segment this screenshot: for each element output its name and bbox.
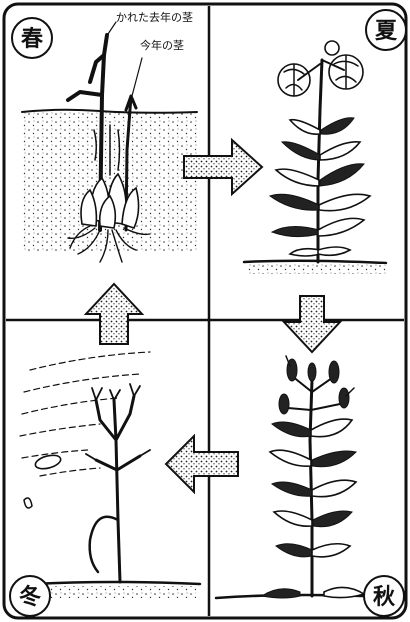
arrow-winter-to-spring bbox=[86, 284, 142, 344]
winter-dry-pods bbox=[86, 384, 150, 460]
winter-ground bbox=[34, 582, 200, 584]
autumn-seed-pods bbox=[279, 356, 354, 414]
autumn-panel: 秋 bbox=[216, 356, 404, 616]
winter-dead-stem bbox=[96, 396, 140, 582]
summer-label: 夏 bbox=[375, 19, 398, 44]
spring-label: 春 bbox=[21, 27, 43, 52]
winter-label: 冬 bbox=[19, 584, 41, 610]
annotation-withered-stem: かれた去年の茎 bbox=[116, 10, 193, 24]
winter-drooping-leaf bbox=[90, 517, 118, 572]
arrow-autumn-to-winter bbox=[166, 436, 238, 492]
spring-panel: かれた去年の茎 今年の茎 春 bbox=[12, 10, 197, 262]
summer-panel: 夏 bbox=[244, 10, 406, 274]
summer-ground bbox=[244, 261, 386, 263]
winter-panel: 冬 bbox=[10, 352, 200, 616]
arrow-summer-to-autumn bbox=[284, 296, 340, 352]
autumn-stem bbox=[310, 380, 312, 596]
annotation-new-stem: 今年の茎 bbox=[140, 38, 184, 52]
diagram-frame bbox=[4, 4, 406, 618]
autumn-label: 秋 bbox=[373, 585, 396, 610]
